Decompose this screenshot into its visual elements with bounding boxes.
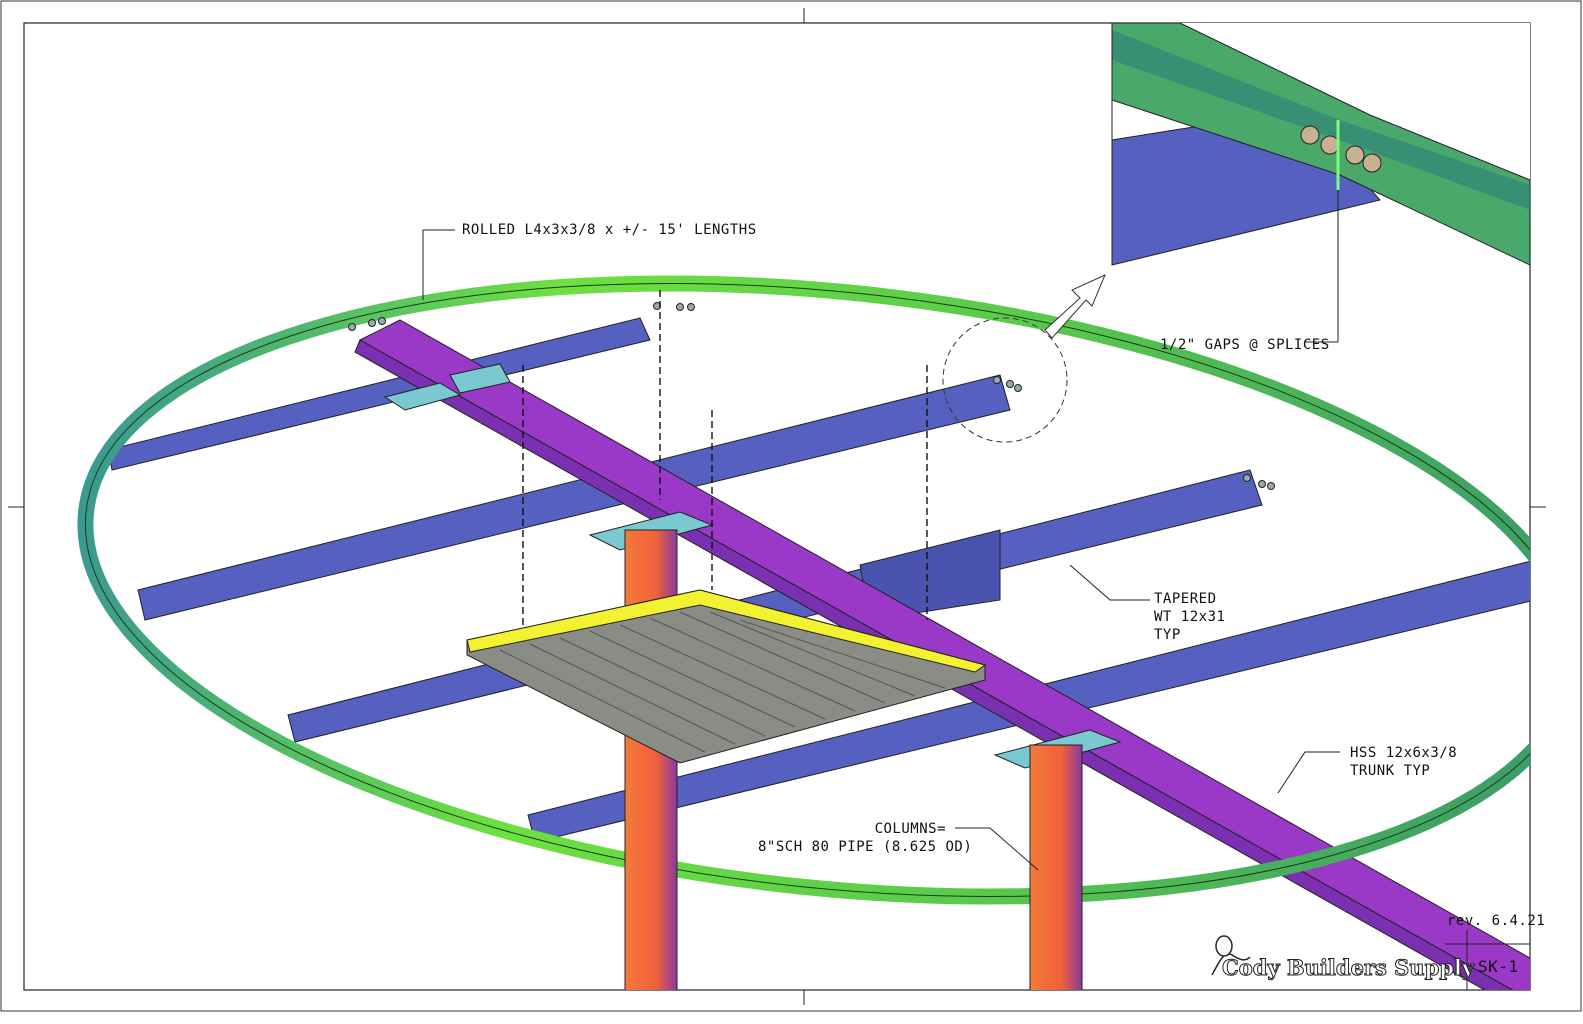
tapered-line-2: WT 12x31 (1154, 609, 1226, 625)
company-logo: Cody Builders Supply (1221, 955, 1475, 981)
hanger-rods (522, 290, 928, 625)
columns-callout: COLUMNS= 8"SCH 80 PIPE (8.625 OD) (758, 820, 973, 856)
splice-bolts (348, 302, 1275, 490)
tapered-line-3: TYP (1154, 627, 1181, 643)
logo-hat-icon (1211, 935, 1251, 976)
sheet-number: SK-1 (1478, 957, 1519, 976)
tapered-callout: TAPERED WT 12x31 TYP (1154, 590, 1225, 644)
frame-ticks (8, 8, 1546, 1005)
columns-line-2: 8"SCH 80 PIPE (8.625 OD) (758, 839, 973, 855)
leader-lines (422, 190, 1340, 871)
platform (466, 589, 987, 764)
detail-inset (1111, 22, 1531, 266)
gaps-callout: 1/2" GAPS @ SPLICES (1160, 337, 1330, 353)
ring-callout: ROLLED L4x3x3/8 x +/- 15' LENGTHS (462, 222, 757, 238)
revision-text: rev. 6.4.21 (1447, 913, 1546, 929)
detail-callout-circle (942, 317, 1068, 443)
columns-line-1: COLUMNS= (874, 821, 946, 837)
tapered-line-1: TAPERED (1154, 591, 1217, 607)
detail-arrow (1044, 274, 1106, 339)
title-block-lines (1445, 930, 1530, 990)
trunk-callout: HSS 12x6x3/8 TRUNK TYP (1350, 744, 1457, 780)
trunk-line-1: HSS 12x6x3/8 (1350, 745, 1458, 761)
trunk-line-2: TRUNK TYP (1350, 763, 1431, 779)
